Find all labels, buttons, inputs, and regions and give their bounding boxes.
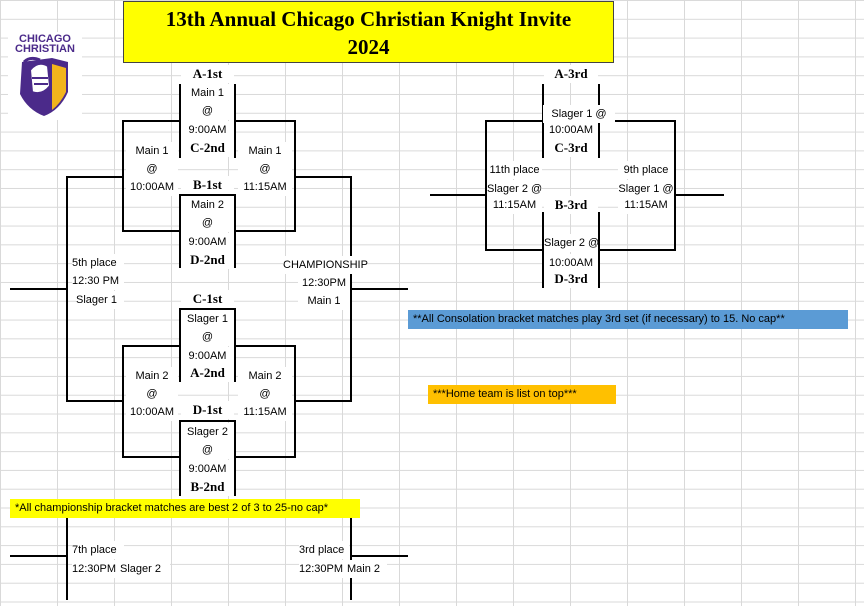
at-label: @ [181,441,234,459]
time-label: 9:00AM [181,460,234,478]
eleventh-place-label: 11th place [487,161,542,179]
court-label: Main 1 [126,142,178,160]
court-label: Slager 2 [120,560,170,578]
school-logo: CHICAGO CHRISTIAN [8,32,82,120]
team-a-3rd: A-3rd [544,65,598,83]
court-label: Main 2 [347,560,387,578]
ninth-place-label: 9th place [618,161,674,179]
team-b-3rd: B-3rd [544,196,598,214]
time-label: 10:00AM [126,403,178,421]
team-c-2nd: C-2nd [181,139,234,157]
court-label: Slager 1 [76,291,124,309]
page-title: 13th Annual Chicago Christian Knight Inv… [123,1,614,63]
third-place-label: 3rd place [299,541,349,559]
at-label: @ [181,328,234,346]
home-team-note: ***Home team is list on top*** [428,385,616,404]
time-label: 12:30PM [72,560,120,578]
court-label: Slager 1 [181,310,234,328]
team-a-2nd: A-2nd [181,364,234,382]
time-label: 10:00AM [544,121,598,139]
title-line-1: 13th Annual Chicago Christian Knight Inv… [165,7,572,31]
court-label: Main 1 [181,84,234,102]
time-label: 11:15AM [487,196,542,214]
court-label: Main 1 [298,292,350,310]
time-label: 10:00AM [126,178,178,196]
seventh-place-label: 7th place [72,541,124,559]
time-label: 9:00AM [181,347,234,365]
logo-text-line-1: CHICAGO [19,33,71,45]
court-label: Slager 1 @ [618,180,674,198]
at-label: @ [126,160,178,178]
team-d-2nd: D-2nd [181,251,234,269]
team-d-1st: D-1st [181,401,234,419]
at-label: @ [238,160,292,178]
court-label: Main 2 [238,367,292,385]
time-label: 11:15AM [238,178,292,196]
time-label: 11:15AM [238,403,292,421]
at-label: @ [181,214,234,232]
title-line-2: 2024 [347,35,390,59]
time-label: 12:30PM [298,274,350,292]
time-label: 10:00AM [544,254,598,272]
knight-helmet-icon [20,56,68,116]
team-c-1st: C-1st [181,290,234,308]
fifth-place-label: 5th place [72,254,124,272]
logo-text-line-2: CHRISTIAN [15,43,75,55]
team-b-2nd: B-2nd [181,478,234,496]
team-c-3rd: C-3rd [544,139,598,157]
court-label: Slager 2 [181,423,234,441]
at-label: @ [181,102,234,120]
team-d-3rd: D-3rd [544,270,598,288]
consolation-rule-note: **All Consolation bracket matches play 3… [408,310,848,329]
court-label: Slager 1 @ [543,105,615,123]
court-label: Main 2 [181,196,234,214]
time-label: 12:30PM [299,560,347,578]
time-label: 11:15AM [618,196,674,214]
championship-label: CHAMPIONSHIP [283,256,368,274]
court-label: Slager 2 @ [544,234,599,252]
team-b-1st: B-1st [181,176,234,194]
at-label: @ [238,385,292,403]
court-label: Main 2 [126,367,178,385]
court-label: Slager 2 @ [487,180,542,198]
time-label: 12:30 PM [72,272,124,290]
court-label: Main 1 [238,142,292,160]
time-label: 9:00AM [181,233,234,251]
team-a-1st: A-1st [181,65,234,83]
at-label: @ [126,385,178,403]
time-label: 9:00AM [181,121,234,139]
championship-rule-note: *All championship bracket matches are be… [10,499,360,518]
